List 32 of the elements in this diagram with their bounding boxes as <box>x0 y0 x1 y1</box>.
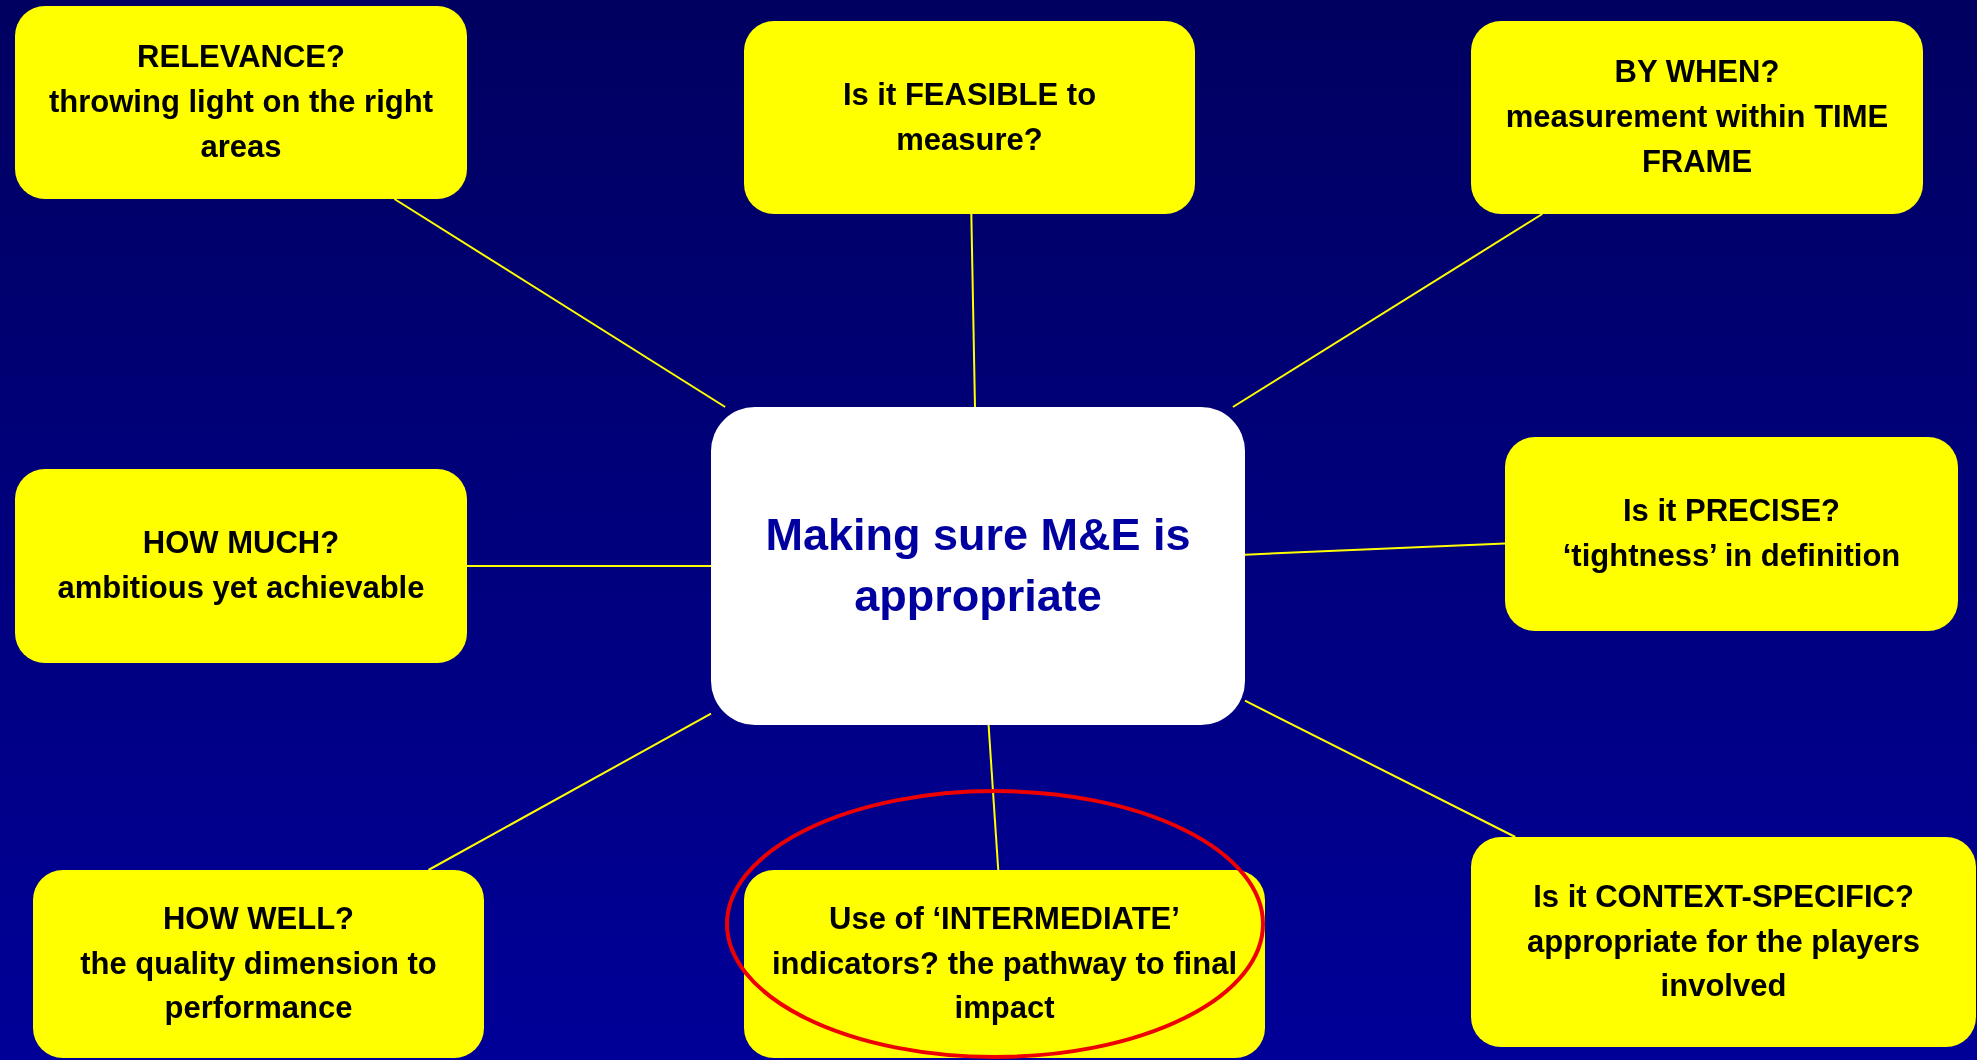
question-box <box>1471 837 1976 1047</box>
connector-line <box>1244 542 1506 556</box>
connector-line <box>466 565 712 567</box>
connector-line <box>427 712 712 871</box>
question-heading: HOW MUCH? <box>142 524 340 563</box>
question-box <box>15 469 467 663</box>
question-heading: Is it PRECISE? <box>1622 492 1840 531</box>
question-text: appropriate for the players involved <box>1526 922 1921 1006</box>
question-text: Is it FEASIBLE to measure? <box>841 75 1098 159</box>
question-text: ambitious yet achievable <box>57 569 425 607</box>
connector-line <box>393 198 727 408</box>
connector-line <box>970 213 976 408</box>
question-box <box>1505 437 1958 631</box>
question-text: measurement within TIME FRAME <box>1504 98 1890 181</box>
connector-line <box>987 724 1000 871</box>
question-box <box>15 6 467 199</box>
question-box <box>744 870 1265 1058</box>
question-heading: HOW WELL? <box>162 899 355 938</box>
question-text: Use of ‘INTERMEDIATE’ indicators? the pathway to final impact <box>770 899 1238 1028</box>
question-heading: RELEVANCE? <box>137 38 345 77</box>
question-box <box>33 870 484 1058</box>
connector-line <box>1231 213 1544 408</box>
central-topic-text: Making sure M&E is appropriate <box>764 508 1192 623</box>
question-text: ‘tightness’ in definition <box>1562 537 1901 575</box>
question-box <box>1471 21 1923 214</box>
connector-line <box>1244 699 1517 838</box>
question-heading: BY WHEN? <box>1614 53 1780 92</box>
question-box <box>744 21 1195 214</box>
question-text: throwing light on the right areas <box>48 83 434 166</box>
question-text: the quality dimension to performance <box>79 944 438 1028</box>
question-heading: Is it CONTEXT-SPECIFIC? <box>1533 877 1914 916</box>
central-topic-box <box>711 407 1245 725</box>
